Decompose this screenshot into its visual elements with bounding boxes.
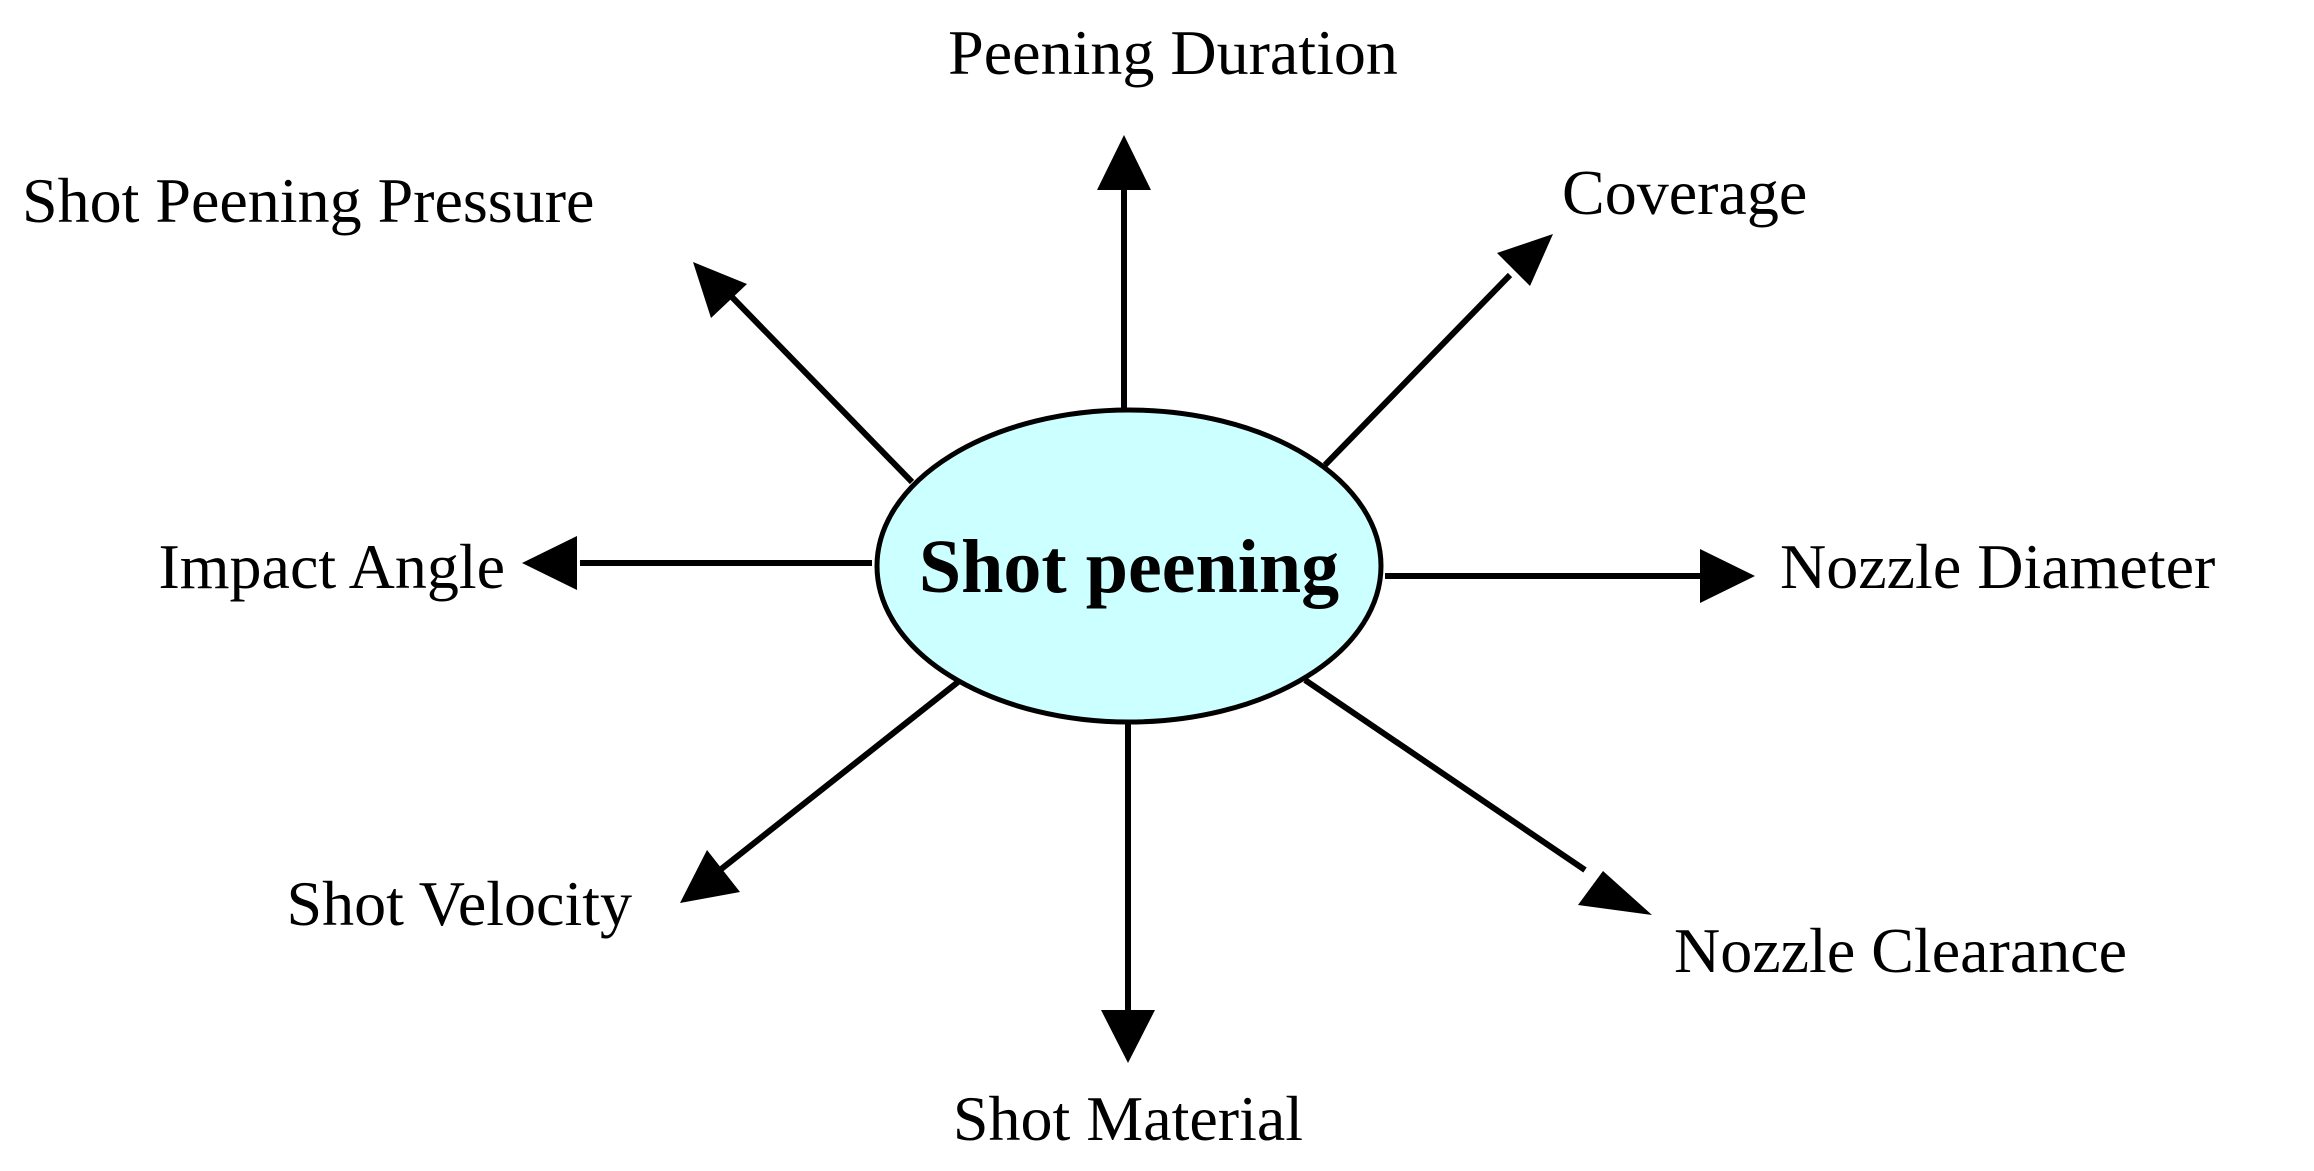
- arrowhead-peening-duration: [1097, 135, 1151, 190]
- label-impact-angle: Impact Angle: [158, 531, 505, 602]
- arrowhead-shot-velocity: [680, 850, 740, 903]
- arrowhead-impact-angle: [522, 536, 577, 590]
- arrow-shot-peening-pressure: [727, 292, 915, 485]
- label-nozzle-diameter: Nozzle Diameter: [1780, 531, 2215, 602]
- label-shot-velocity: Shot Velocity: [287, 868, 633, 939]
- label-peening-duration: Peening Duration: [948, 17, 1398, 88]
- arrowhead-nozzle-clearance: [1578, 871, 1652, 915]
- arrowhead-nozzle-diameter: [1700, 549, 1755, 603]
- arrowhead-coverage: [1497, 234, 1553, 286]
- arrowhead-shot-peening-pressure: [693, 262, 747, 318]
- label-shot-peening-pressure: Shot Peening Pressure: [22, 165, 594, 236]
- arrow-coverage: [1322, 272, 1513, 468]
- label-nozzle-clearance: Nozzle Clearance: [1674, 915, 2127, 986]
- center-node-label: Shot peening: [919, 525, 1339, 609]
- arrowhead-shot-material: [1101, 1010, 1155, 1063]
- arrow-nozzle-clearance: [1303, 677, 1587, 873]
- arrow-shot-velocity: [718, 679, 960, 873]
- arrows: [522, 135, 1755, 1063]
- label-shot-material: Shot Material: [953, 1083, 1303, 1154]
- label-coverage: Coverage: [1562, 157, 1807, 228]
- center-node-ellipse: [874, 407, 1384, 725]
